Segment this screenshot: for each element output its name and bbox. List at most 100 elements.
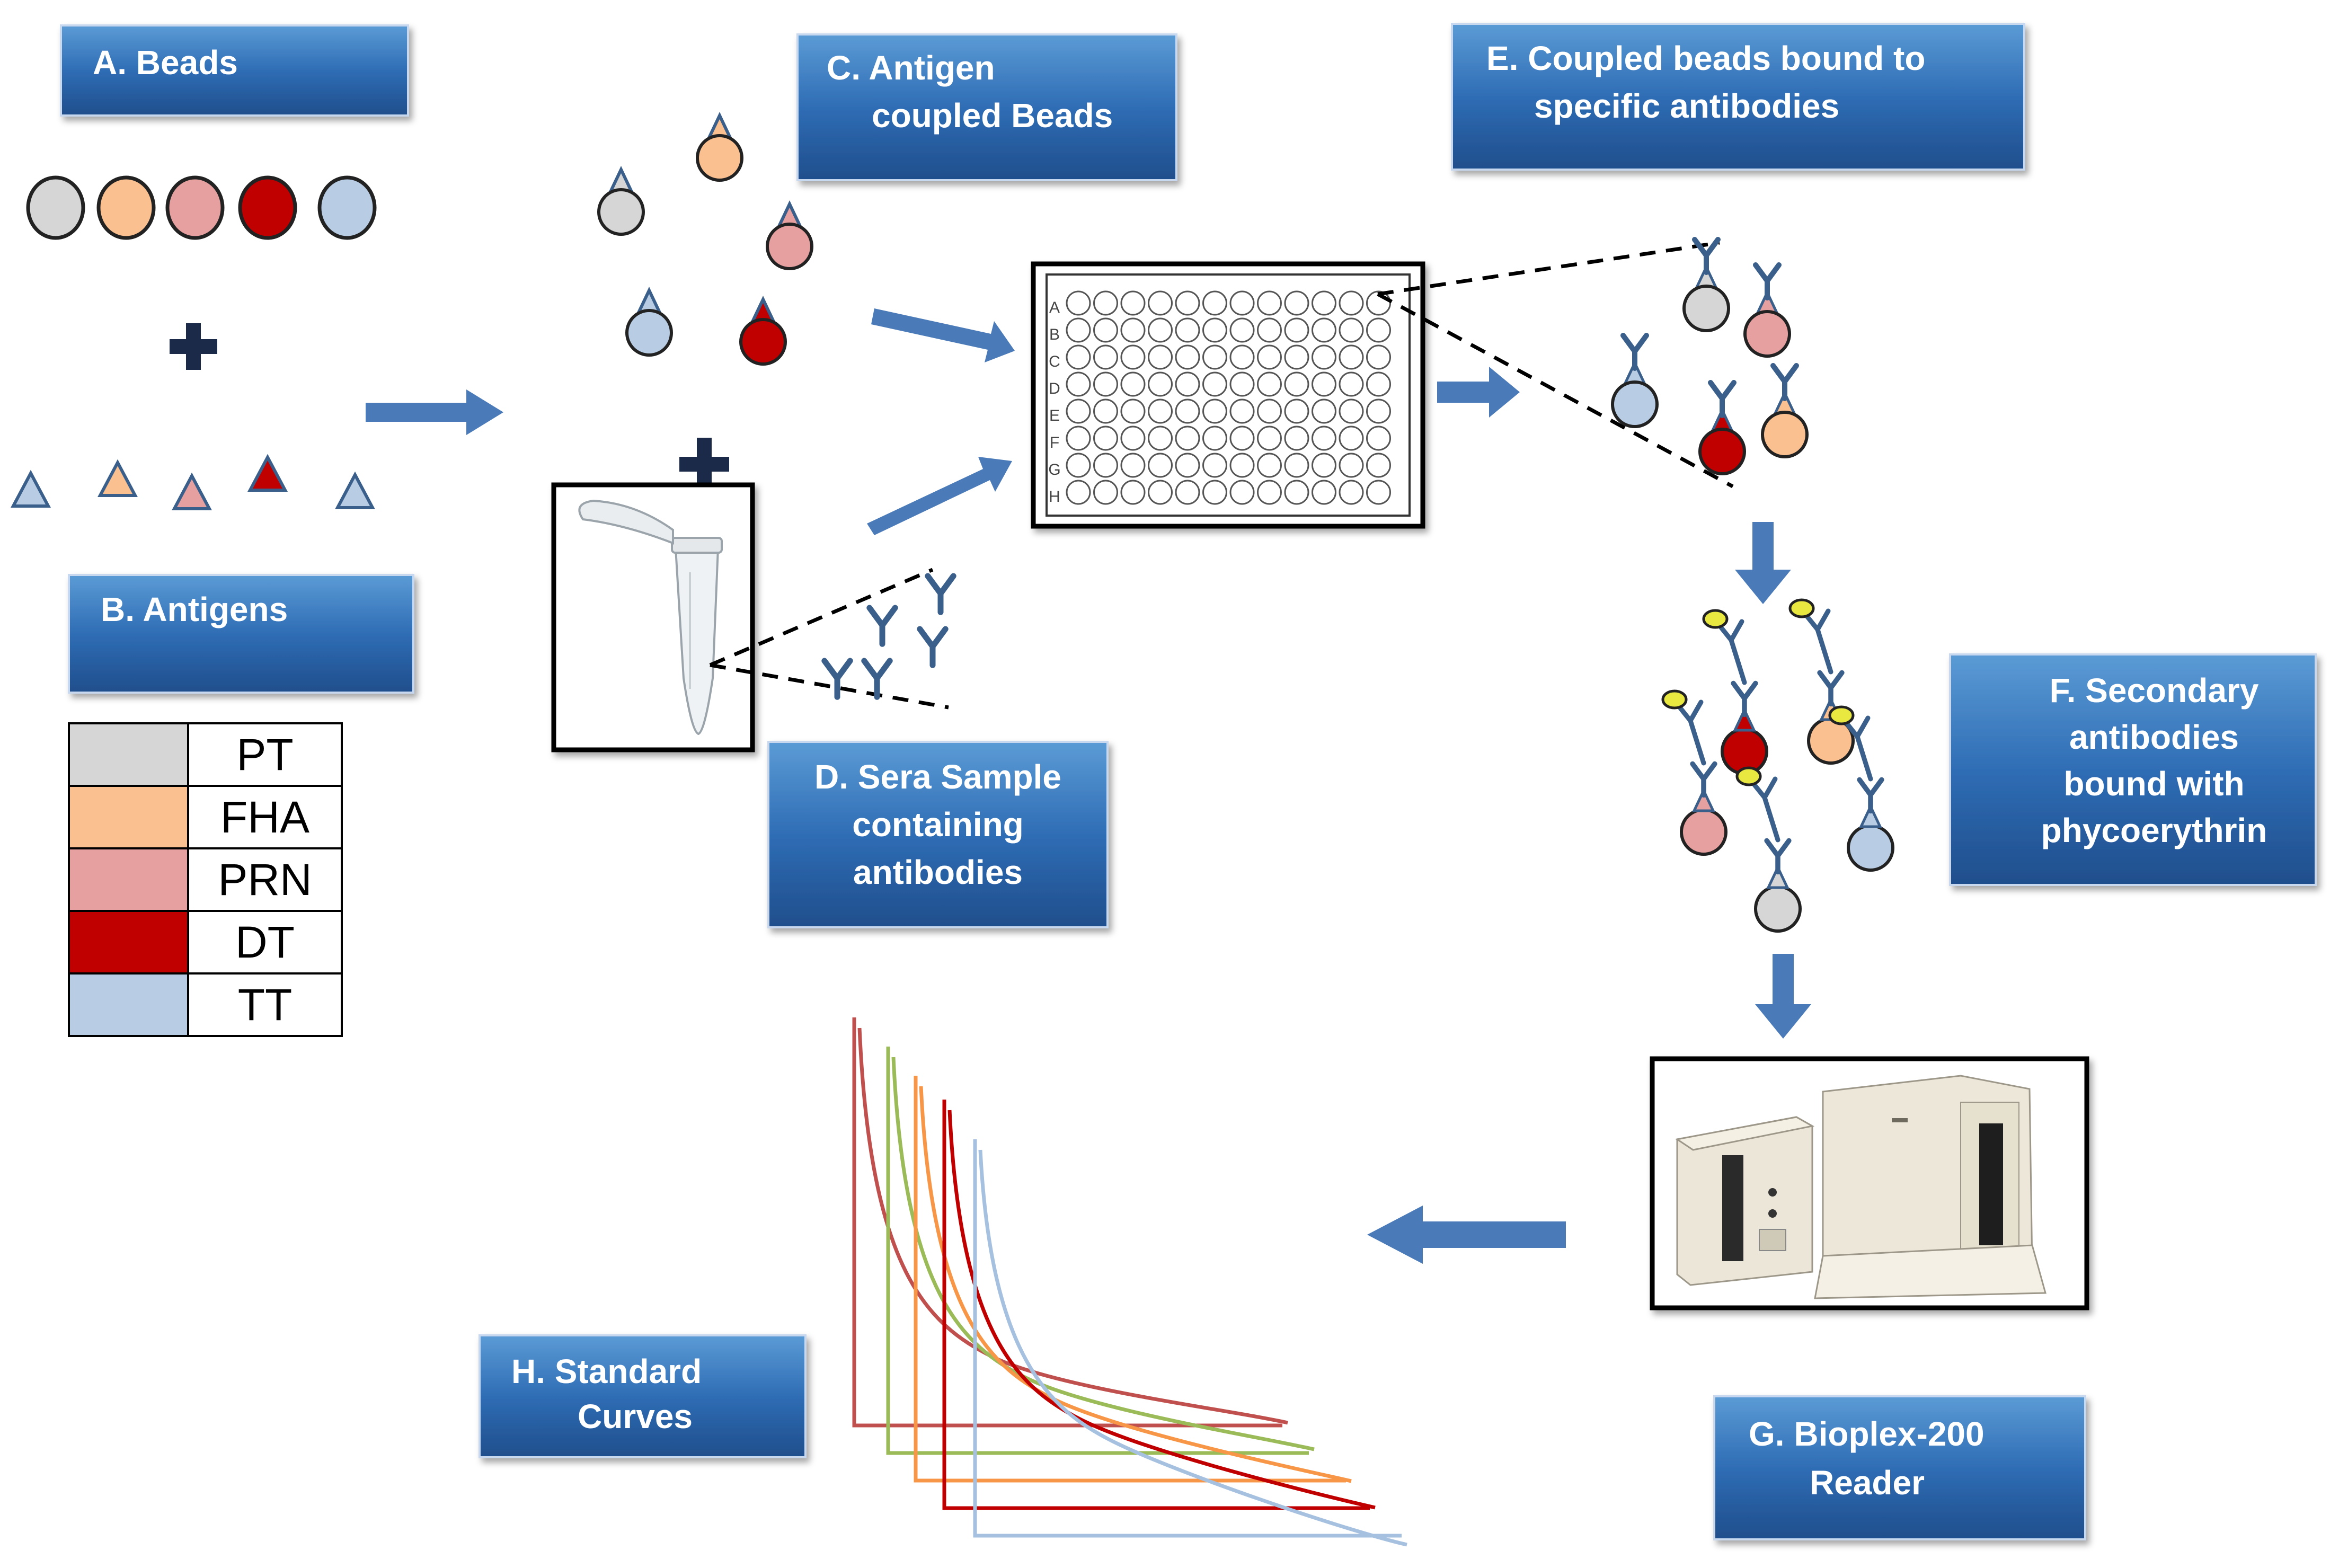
label-a-line: A. Beads bbox=[93, 43, 238, 82]
coupled-bead bbox=[739, 296, 787, 366]
well bbox=[1257, 290, 1282, 316]
well bbox=[1312, 290, 1336, 316]
well bbox=[1229, 371, 1255, 397]
antigen-dt bbox=[247, 454, 288, 492]
well bbox=[1312, 426, 1336, 451]
legend-label: TT bbox=[238, 980, 293, 1030]
well bbox=[1312, 453, 1336, 478]
well bbox=[1339, 371, 1364, 397]
plate-row-label: C bbox=[1049, 353, 1060, 370]
label-g-line: Reader bbox=[1810, 1464, 1925, 1502]
plus-icon bbox=[679, 438, 729, 491]
well bbox=[1202, 317, 1227, 343]
antigen-tt bbox=[335, 471, 375, 509]
well bbox=[1175, 426, 1200, 451]
well bbox=[1257, 480, 1282, 505]
arrow-down bbox=[1755, 954, 1811, 1039]
well bbox=[1339, 453, 1364, 478]
well bbox=[1120, 480, 1146, 505]
well bbox=[1175, 398, 1200, 424]
bound-bead bbox=[1761, 363, 1809, 458]
well bbox=[1257, 317, 1282, 343]
standard-curve bbox=[942, 1100, 1376, 1510]
antibody-icon bbox=[925, 573, 956, 615]
well bbox=[1148, 426, 1173, 451]
plate-row-label: E bbox=[1049, 407, 1060, 424]
well bbox=[1366, 344, 1391, 370]
legend-label: DT bbox=[235, 917, 295, 967]
antibody-icon bbox=[821, 658, 853, 700]
antibody-icon bbox=[1731, 680, 1758, 717]
well bbox=[1229, 344, 1255, 370]
label-f-line: bound with bbox=[2063, 765, 2244, 803]
antibody-icon bbox=[866, 605, 898, 647]
label-f-line: antibodies bbox=[2069, 718, 2239, 756]
well bbox=[1284, 344, 1309, 370]
coupled-bead bbox=[625, 287, 673, 357]
well bbox=[1339, 290, 1364, 316]
well bbox=[1202, 480, 1227, 505]
bead-tt bbox=[317, 175, 377, 240]
antibody-icon bbox=[917, 626, 949, 668]
well bbox=[1229, 426, 1255, 451]
well bbox=[1312, 398, 1336, 424]
well bbox=[1148, 398, 1173, 424]
standard-curve bbox=[914, 1076, 1352, 1483]
standard-curve bbox=[886, 1047, 1315, 1455]
well bbox=[1312, 371, 1336, 397]
coupled-beads-group bbox=[597, 112, 813, 366]
antibody-icon bbox=[1764, 838, 1792, 875]
plate-row-label: F bbox=[1050, 434, 1059, 451]
well bbox=[1066, 398, 1091, 424]
bound-bead bbox=[1698, 380, 1746, 475]
well bbox=[1066, 426, 1091, 451]
well bbox=[1366, 453, 1391, 478]
label-h-line: Curves bbox=[578, 1397, 693, 1436]
antibody-icon bbox=[1690, 761, 1717, 798]
well bbox=[1229, 398, 1255, 424]
well bbox=[1312, 317, 1336, 343]
bead-pt bbox=[26, 175, 85, 240]
well bbox=[1093, 426, 1118, 451]
well bbox=[1366, 317, 1391, 343]
antibody-icon bbox=[1857, 777, 1884, 814]
well bbox=[1066, 480, 1091, 505]
well bbox=[1339, 480, 1364, 505]
phycoerythrin-label bbox=[1661, 689, 1688, 710]
well bbox=[1257, 426, 1282, 451]
phycoerythrin-label bbox=[1735, 766, 1762, 786]
antibody-icon bbox=[1620, 333, 1649, 371]
label-e-line: E. Coupled beads bound to bbox=[1486, 39, 1925, 77]
well bbox=[1284, 480, 1309, 505]
well bbox=[1175, 290, 1200, 316]
well bbox=[1229, 290, 1255, 316]
bound-bead bbox=[1611, 333, 1659, 428]
standard-curves-chart bbox=[852, 1017, 1407, 1547]
legend-swatch bbox=[68, 847, 189, 912]
well bbox=[1229, 317, 1255, 343]
label-c-line: coupled Beads bbox=[872, 96, 1113, 135]
well bbox=[1284, 398, 1309, 424]
well bbox=[1093, 317, 1118, 343]
well bbox=[1066, 344, 1091, 370]
well bbox=[1284, 317, 1309, 343]
zoom-lines-antibodies bbox=[709, 568, 949, 710]
arrow-to-plate bbox=[867, 457, 1012, 535]
beads-row bbox=[26, 175, 377, 240]
label-d-line: antibodies bbox=[853, 853, 1023, 891]
label-f-line: phycoerythrin bbox=[2041, 811, 2267, 849]
bead-prn bbox=[165, 175, 225, 240]
antibody-icon bbox=[1753, 262, 1782, 300]
well bbox=[1066, 317, 1091, 343]
antibody-icon bbox=[861, 658, 893, 700]
plate-row-label: D bbox=[1049, 380, 1060, 397]
phycoerythrin-label bbox=[1828, 705, 1855, 725]
zoom-lines-plate bbox=[1377, 241, 1734, 489]
well bbox=[1339, 344, 1364, 370]
